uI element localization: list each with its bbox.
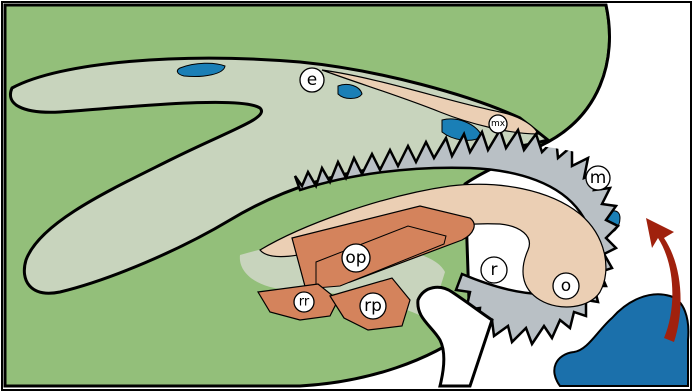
label-rr: rr bbox=[293, 291, 315, 313]
label-o: o bbox=[552, 272, 580, 300]
curved-arrow-up-left-icon bbox=[646, 218, 681, 342]
label-mx: mx bbox=[488, 114, 508, 134]
label-r-text: r bbox=[491, 260, 498, 280]
mx-bone bbox=[321, 69, 539, 135]
water-area bbox=[553, 293, 690, 387]
label-mx-text: mx bbox=[491, 119, 506, 129]
label-m-text: m bbox=[590, 168, 607, 188]
label-o-text: o bbox=[561, 276, 571, 296]
label-op: op bbox=[341, 243, 371, 273]
blue-pocket-1 bbox=[176, 62, 226, 77]
label-e: e bbox=[299, 67, 325, 93]
label-rp: rp bbox=[359, 292, 387, 320]
right-white-edge bbox=[539, 4, 611, 148]
white-notch bbox=[416, 285, 494, 388]
label-m: m bbox=[585, 165, 611, 191]
label-rr-text: rr bbox=[299, 295, 310, 310]
pale-elongated-body bbox=[9, 56, 550, 295]
label-r: r bbox=[480, 256, 508, 284]
label-e-text: e bbox=[307, 70, 317, 90]
blue-pocket-2 bbox=[337, 83, 363, 99]
label-rp-text: rp bbox=[364, 296, 382, 316]
label-op-text: op bbox=[345, 248, 366, 268]
